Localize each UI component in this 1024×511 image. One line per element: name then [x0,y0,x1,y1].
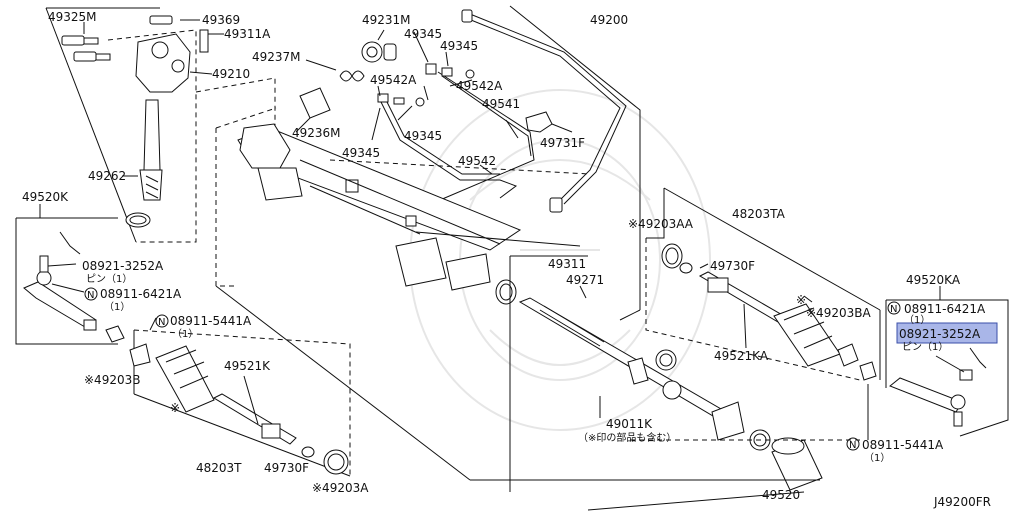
label-pin-right: ピン（1） [902,341,948,353]
n-mark-right-a [887,301,901,315]
label-49369: 49369 [202,13,240,27]
gear-housing-group [45,7,276,243]
tube-assembly [371,9,627,213]
label-49542: 49542 [458,154,496,168]
bushing-49231M [361,41,383,63]
label-49730F-left: 49730F [264,461,309,475]
label-49311A: 49311A [224,27,271,41]
n-letter-right-a: N [890,304,897,315]
diagram-id: J49200FR [933,495,991,509]
label-49011K-note: （※印の部品も含む） [578,431,676,444]
boot-48203T [155,345,215,413]
label-49237M: 49237M [252,50,301,64]
label-49262: 49262 [88,169,126,183]
label-pin-left: ピン（1） [86,273,132,285]
seal-ring-c [662,380,682,400]
inner-tie-rod-49521K [212,393,297,445]
label-49731F: 49731F [540,136,585,150]
bolt-49325M-b [73,51,97,62]
label-star-left: ※ [170,401,180,415]
label-49541: 49541 [482,97,520,111]
right-tie-rod-end-group [885,286,1009,437]
label-49520K: 49520K [22,190,69,204]
label-49520: 49520 [762,488,800,502]
tube-49200 [465,17,621,201]
right-boot-group [645,187,881,440]
label-star-right: ※ [796,293,806,307]
label-49542A-b: 49542A [456,79,503,93]
rack-parts [215,255,860,511]
label-49236M: 49236M [292,126,341,140]
label-08921-3252A-right[interactable]: 08921-3252A [899,327,981,341]
label-qty-right-b: （1） [864,452,890,464]
bracket-49731F [525,111,553,133]
tube-49542 [377,95,518,199]
label-49203AA: ※49203AA [628,217,694,231]
label-49311: 49311 [548,257,586,271]
n-letter-left-a: N [87,290,94,301]
clamp-49203BA [837,343,859,367]
label-08911-5441A-left: 08911-5441A [170,314,252,328]
n-mark-right-b [846,437,860,451]
spring-49237M [339,70,365,82]
labels: 49325M 49369 49311A 49210 49262 49231M 4… [22,10,991,509]
seal-ring-a [495,279,517,305]
nut-right [959,369,973,381]
label-qty-left-a: （1） [104,301,130,313]
label-49345-b: 49345 [440,39,478,53]
label-49231M: 49231M [362,13,411,27]
nut-08911-5441A-right [859,361,877,381]
valve-housing [135,33,191,93]
n-letter-left-b: N [158,317,165,328]
label-49542A-a: 49542A [370,73,417,87]
clamp-49203AA [661,243,683,269]
label-48203T: 48203T [196,461,242,475]
gear-body-49200 [215,5,641,321]
label-49325M: 49325M [48,10,97,24]
nut-left [83,319,97,331]
insulator-49236M [299,87,331,119]
left-tie-rod-end-group [15,204,118,345]
bolt-49325M-a [61,35,85,46]
label-49730F-right: 49730F [710,259,755,273]
mount-parts [295,29,397,133]
label-49345-a: 49345 [404,27,442,41]
label-08911-6421A-right: 08911-6421A [904,302,986,316]
label-49203BA: ※49203BA [806,306,871,320]
label-49210: 49210 [212,67,250,81]
label-49011K: 49011K [606,417,653,431]
label-qty-right-a: （1） [904,314,930,326]
label-48203TA: 48203TA [732,207,786,221]
nut-08911-5441A-left [105,325,125,343]
label-qty-left-b: （1） [172,328,198,340]
cap-49369 [149,15,173,25]
label-49271: 49271 [566,273,604,287]
n-mark-left-a [84,287,98,301]
label-49203A: ※49203A [312,481,369,495]
label-08911-6421A-left: 08911-6421A [100,287,182,301]
label-08921-3252A-left: 08921-3252A [82,259,164,273]
n-mark-left-b [155,314,169,328]
label-08911-5441A-right: 08911-5441A [862,438,944,452]
seal-ring-b [655,349,677,371]
label-49521K: 49521K [224,359,271,373]
bolt-49311A [199,29,209,53]
label-49203B: ※49203B [84,373,140,387]
o-ring [125,212,151,228]
tie-rod-end-right [889,377,963,413]
label-49200: 49200 [590,13,628,27]
label-49345-d: 49345 [342,146,380,160]
highlight-box-08921-3252A[interactable] [896,322,998,344]
left-boot-group [105,317,351,477]
clamp-49203B [129,343,151,367]
label-49521KA: 49521KA [714,349,769,363]
pinion-shaft [143,99,161,171]
n-letter-right-b: N [849,440,856,451]
label-49520KA: 49520KA [906,273,961,287]
label-49345-c: 49345 [404,129,442,143]
